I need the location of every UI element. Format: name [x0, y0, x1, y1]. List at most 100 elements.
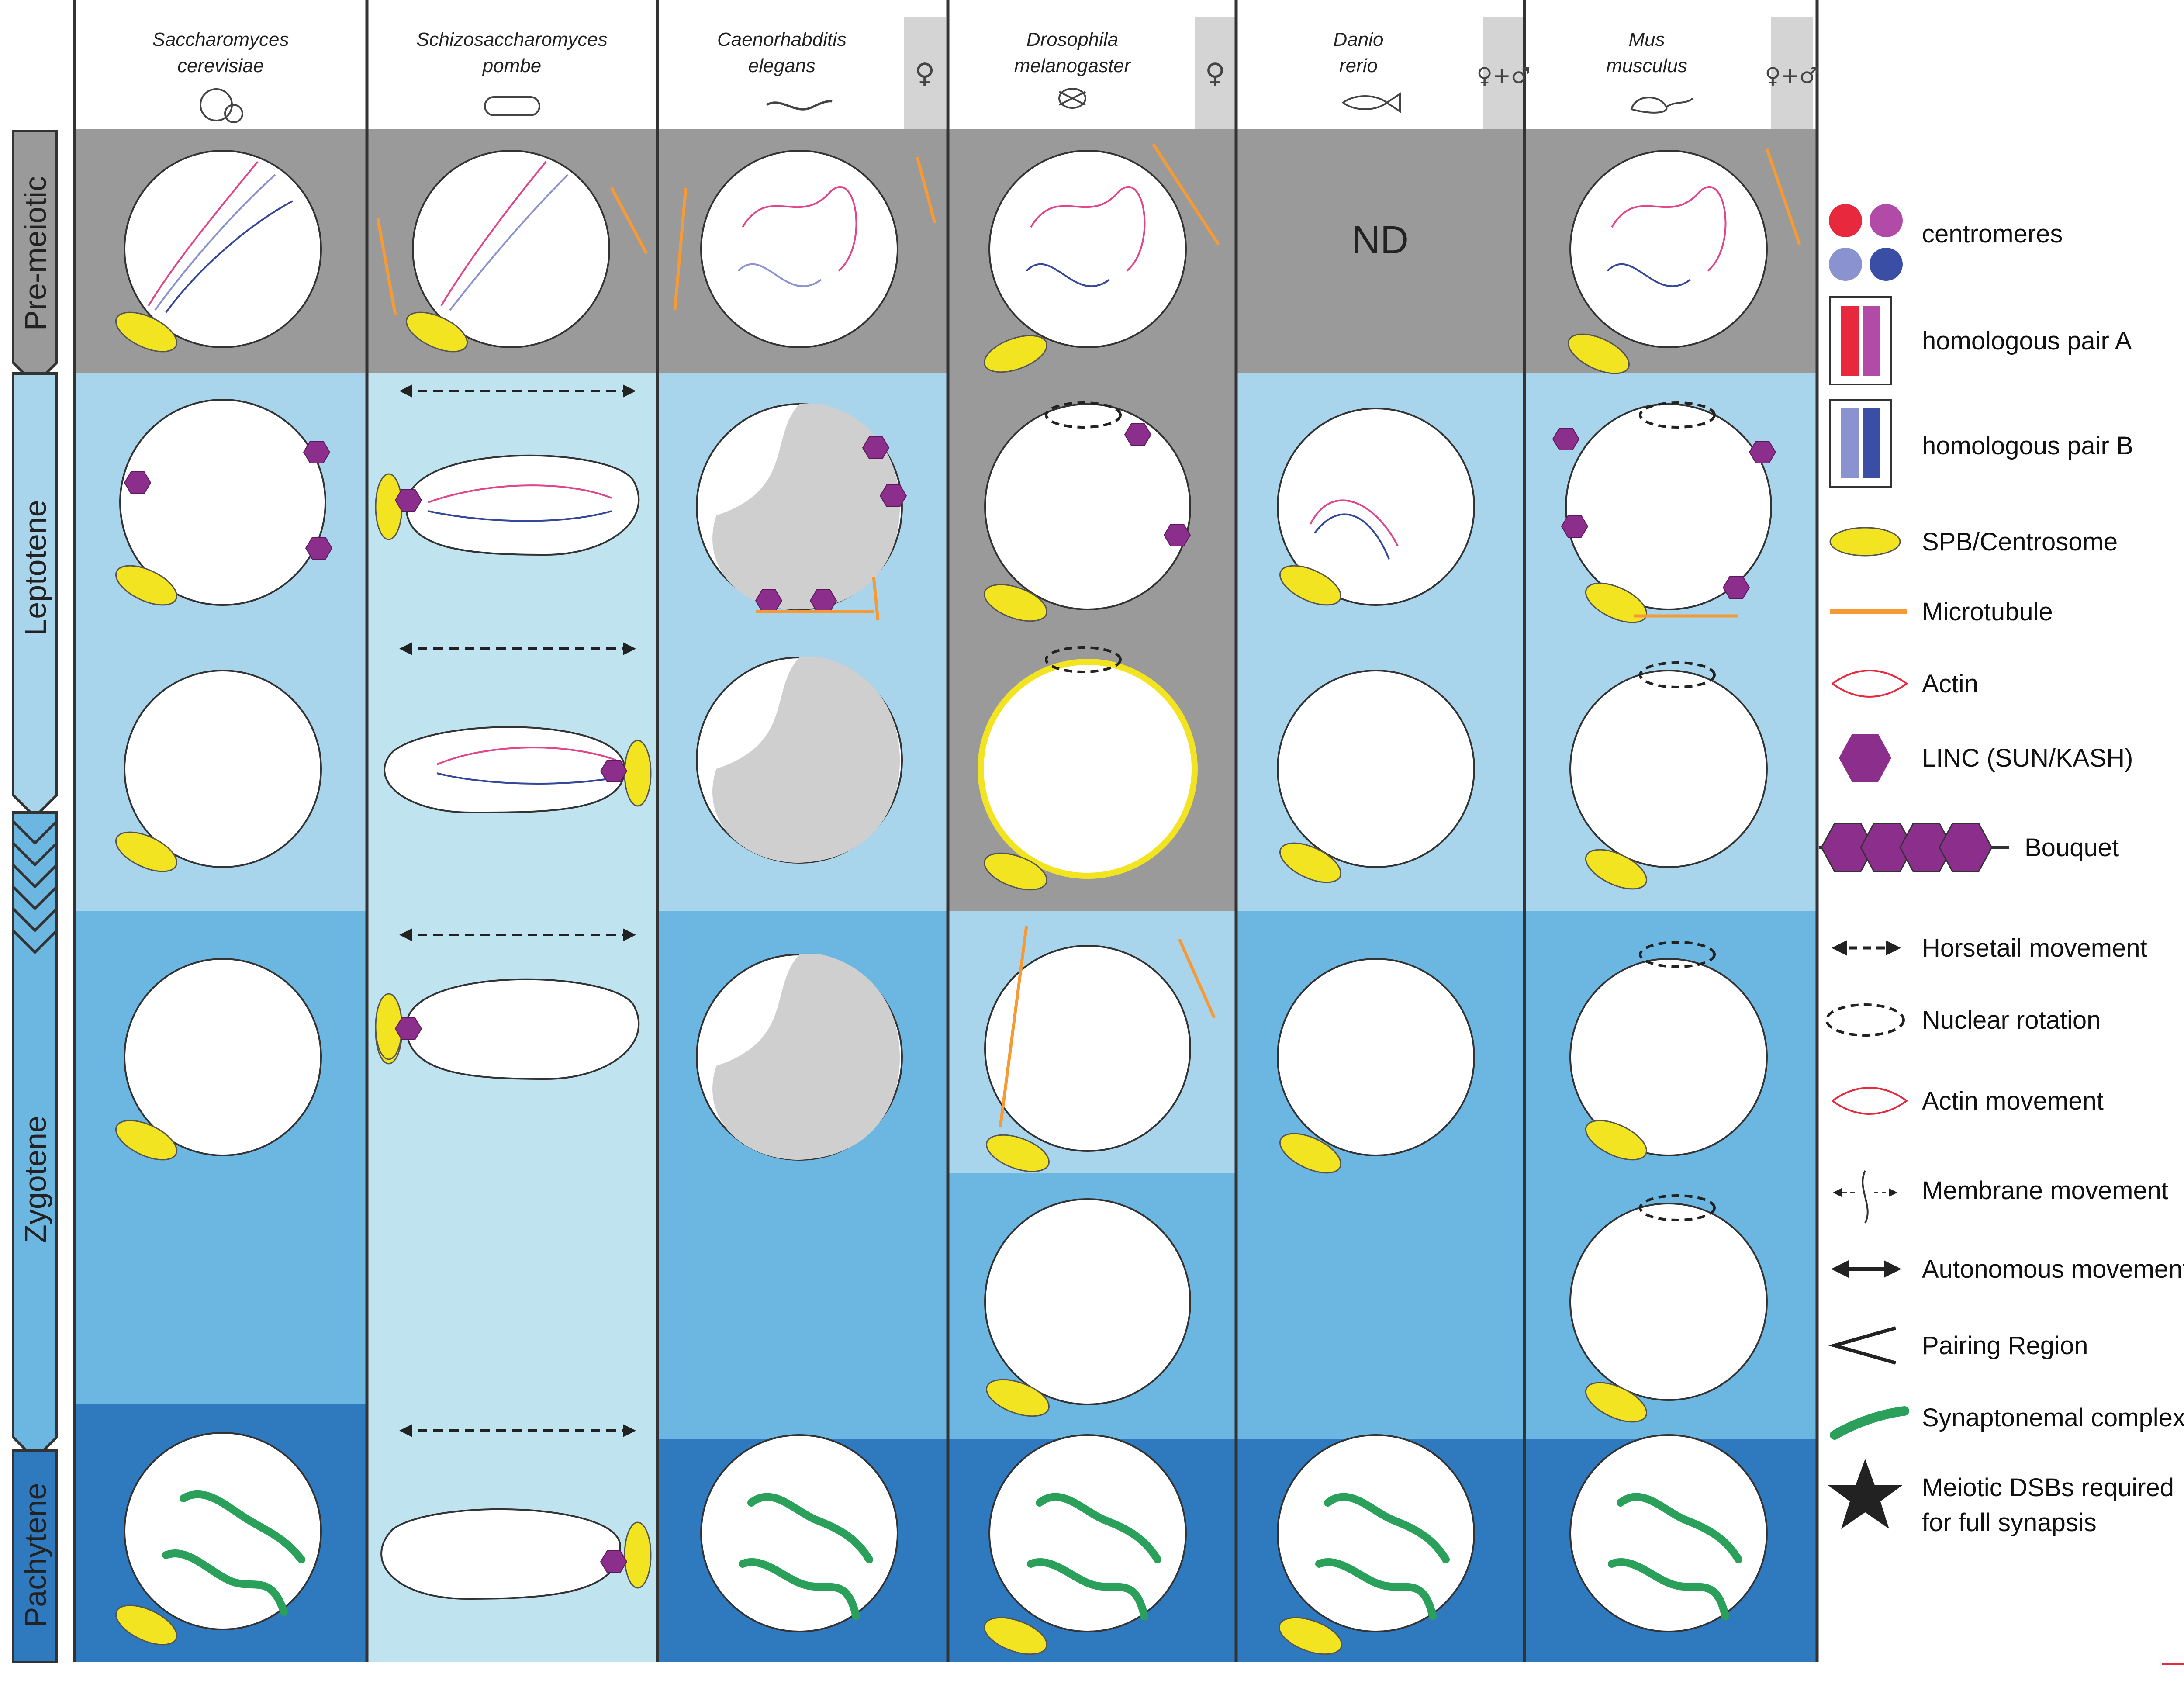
sex-symbol-danio: ♀+♂: [1476, 63, 1530, 88]
species-2-line1: Schizosaccharomyces: [416, 29, 608, 50]
legend-actin-label: Actin: [1922, 670, 1978, 698]
species-1-line2: cerevisiae: [177, 55, 264, 76]
fission-yeast-icon: [484, 96, 540, 116]
microtubules: [376, 143, 1801, 1127]
species-3-line1: Caenorhabditis: [717, 29, 847, 50]
stage-label-premeiotic: Pre-meiotic: [18, 176, 52, 331]
legend-spb-label: SPB/Centrosome: [1922, 528, 2118, 556]
pachytene-arrow: [12, 1449, 58, 1663]
stage-label-leptotene: Leptotene: [18, 500, 52, 636]
chromosomes: [148, 161, 1727, 785]
horsetail-arrows: [399, 384, 636, 1437]
species-4-line1: Drosophila: [1026, 29, 1118, 50]
linc-markers: [124, 423, 1776, 1573]
legend-actin-movement-label: Actin movement: [1922, 1087, 2104, 1115]
nucleus-mmus-zygotene-early: [1569, 958, 1768, 1156]
legend-pair-a-icon: [1829, 296, 1892, 385]
legend-horsetail-label: Horsetail movement: [1922, 934, 2147, 962]
nucleus-scer-pachytene: [124, 1432, 322, 1630]
nucleus-spom-zygotene: [405, 978, 640, 1080]
stage-label-zygotene: Zygotene: [18, 1116, 52, 1243]
legend-linc-icon: [1839, 734, 1891, 782]
legend-sc-icon: [1830, 1406, 1909, 1440]
transition-chevrons: [12, 820, 58, 954]
spb-markers: [115, 311, 1648, 1655]
nucleus-spom-premeiotic: [412, 150, 610, 348]
legend-microtubule-label: Microtubule: [1922, 598, 2053, 626]
stage-timeline: Pre-meiotic Leptotene Zygotene Pachytene: [12, 130, 58, 1663]
organism-icons: [200, 88, 1693, 123]
legend-sc-label: Synaptonemal complex: [1922, 1404, 2184, 1432]
species-3-line2: elegans: [748, 55, 816, 76]
legend-pairing-icon: [1828, 1326, 1897, 1365]
nucleus-spom-leptotene-late: [384, 726, 626, 814]
not-determined-label: ND: [1352, 218, 1409, 262]
nucleus-dmel-zygotene-late: [984, 1198, 1191, 1405]
nucleus-dmel-leptotene-early: [984, 403, 1191, 610]
nucleus-mmus-leptotene-early: [1565, 403, 1772, 610]
legend-actin-icon: [1832, 670, 1908, 698]
fly-icon: [1058, 88, 1086, 109]
species-6-line2: musculus: [1606, 55, 1687, 76]
species-4-line2: melanogaster: [1014, 55, 1132, 76]
legend-membrane-movement-icon: [1833, 1170, 1897, 1224]
leptotene-arrow: [12, 372, 58, 819]
legend-rotation-label: Nuclear rotation: [1922, 1006, 2101, 1034]
nuclear-rotation-markers: [1045, 401, 1716, 1221]
legend-pair-b-label: homologous pair B: [1922, 432, 2133, 460]
yeast-cell-icon: [200, 88, 243, 123]
legend-dsb-label-2: for full synapsis: [1922, 1508, 2097, 1537]
sex-symbol-mus: ♀+♂: [1765, 63, 1818, 88]
legend: centromeres homologous pair A homologous…: [1819, 204, 2184, 1537]
stage-label-pachytene: Pachytene: [18, 1483, 52, 1628]
species-6-line1: Mus: [1628, 29, 1665, 50]
leptotene-band: [74, 373, 1817, 911]
nucleus-scer-premeiotic: [124, 150, 322, 348]
legend-centromere-dots: [1829, 204, 1903, 281]
species-5-line2: rerio: [1339, 55, 1378, 76]
legend-autonomous-label: Autonomous movement: [1922, 1255, 2184, 1283]
legend-bouquet-label: Bouquet: [2025, 833, 2119, 862]
nucleus-dmel-zygotene-early: [984, 945, 1191, 1152]
nucleus-spom-leptotene-early: [405, 454, 640, 556]
header-sex-boxes: [904, 17, 1813, 129]
nucleus-mmus-leptotene-late: [1569, 670, 1768, 868]
nucleus-mmus-premeiotic: [1569, 150, 1768, 348]
legend-pair-a-label: homologous pair A: [1922, 327, 2132, 355]
nucleus-scer-zygotene: [124, 958, 322, 1156]
legend-rotation-icon: [1825, 1003, 1905, 1037]
legend-dsb-star-icon: [1828, 1459, 1902, 1529]
legend-bouquet-icon: [1819, 823, 2009, 872]
celegans-gray-regions: [712, 404, 900, 1160]
column-dividers: [73, 0, 1819, 1662]
nucleus-mmus-zygotene-late: [1569, 1203, 1768, 1401]
nucleus-drer-leptotene-late: [1277, 670, 1475, 868]
species-2-line2: pombe: [482, 55, 542, 76]
legend-pairing-label: Pairing Region: [1922, 1331, 2088, 1360]
nucleus-drer-pachytene: [1277, 1434, 1475, 1632]
fish-icon: [1341, 92, 1401, 113]
legend-actin-movement-icon: [1832, 1087, 1908, 1115]
legend-pair-b-icon: [1829, 399, 1892, 488]
legend-centromeres-label: centromeres: [1922, 220, 2063, 248]
nucleus-scer-leptotene-early: [119, 399, 326, 606]
legend-membrane-movement-label: Membrane movement: [1922, 1176, 2168, 1205]
premeiotic-band: [74, 129, 1817, 373]
sex-symbol-drosophila: ♀: [1205, 58, 1226, 90]
zygotene-arrow: [12, 811, 58, 1461]
worm-icon: [766, 100, 833, 111]
sex-symbol-celegans: ♀: [915, 58, 935, 90]
header-row: [74, 0, 1817, 129]
mouse-icon: [1630, 97, 1693, 114]
nucleus-cele-pachytene: [700, 1434, 898, 1632]
species-5-line1: Danio: [1334, 29, 1384, 50]
legend-linc-label: LINC (SUN/KASH): [1922, 744, 2133, 772]
legend-dsb-label-1: Meiotic DSBs required: [1922, 1473, 2174, 1502]
species-headers: Saccharomyces cerevisiae Schizosaccharom…: [152, 29, 1818, 90]
nucleus-cele-premeiotic: [700, 150, 898, 348]
synaptonemal-complexes: [162, 1490, 1742, 1620]
nucleus-drer-leptotene-early: [1277, 408, 1475, 606]
nucleus-dmel-leptotene-late: [978, 659, 1198, 879]
stage-bands: [74, 129, 1817, 1662]
legend-spb-icon: [1829, 527, 1901, 557]
